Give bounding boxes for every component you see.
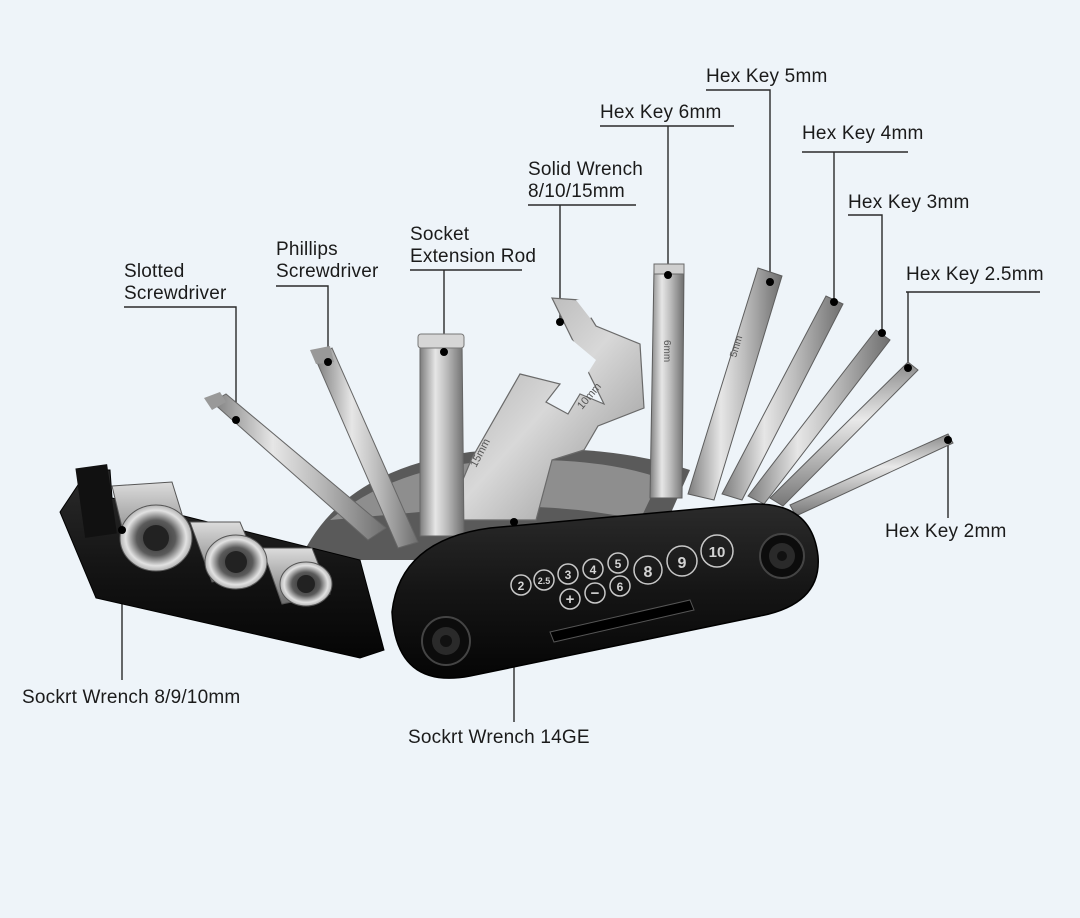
mark-2-5 [533, 569, 555, 591]
callout-dots [118, 271, 952, 534]
socket-small-2 [189, 521, 268, 590]
leader-slotted [124, 306, 237, 420]
mark-9 [666, 545, 698, 577]
svg-text:−: − [591, 585, 600, 602]
leader-phillips [276, 285, 329, 362]
label-socket-wrench-14: Sockrt Wrench 14GE [408, 727, 590, 748]
mark-6 [609, 575, 631, 597]
svg-text:5: 5 [615, 557, 622, 571]
dot-hex4 [830, 298, 838, 306]
leader-hex3 [848, 214, 883, 333]
svg-text:9: 9 [678, 555, 687, 572]
handle-slot [549, 599, 695, 643]
label-hex-key-2mm: Hex Key 2mm [885, 521, 1007, 542]
svg-text:6: 6 [617, 580, 624, 594]
slotted-screwdriver-tool [204, 392, 387, 541]
hex6-stamp: 6mm [661, 340, 672, 362]
svg-text:+: + [566, 591, 575, 608]
dot-hex5 [766, 278, 774, 286]
socket-small-1 [111, 481, 193, 572]
dot-extension [440, 348, 448, 356]
mark-2 [510, 574, 532, 596]
label-hex-key-3mm: Hex Key 3mm [848, 192, 970, 213]
label-hex-key-5mm: Hex Key 5mm [706, 66, 828, 87]
dot-slotted [232, 416, 240, 424]
svg-text:4: 4 [590, 563, 597, 577]
dot-socket-14 [510, 518, 518, 526]
label-socket-extension-rod: Socket Extension Rod [410, 224, 537, 267]
svg-text:10: 10 [709, 544, 726, 561]
label-hex-key-2-5mm: Hex Key 2.5mm [906, 264, 1044, 285]
socket-extension-rod-tool [417, 333, 465, 537]
handle-markings [510, 534, 734, 610]
mark-10 [700, 534, 734, 568]
dot-hex3 [878, 329, 886, 337]
label-hex-key-4mm: Hex Key 4mm [802, 123, 924, 144]
svg-text:3: 3 [565, 568, 572, 582]
mark-8 [633, 555, 663, 585]
dot-phillips [324, 358, 332, 366]
mark-minus [584, 582, 606, 604]
dot-socket-small [118, 526, 126, 534]
hex-key-6mm-tool: 6mm [649, 263, 685, 499]
hex-key-2-5mm-tool [769, 361, 919, 507]
label-phillips-screwdriver: Phillips Screwdriver [276, 239, 379, 282]
dot-hex2 [944, 436, 952, 444]
hex-key-3mm-tool [747, 329, 891, 505]
hex-key-5mm-tool: 5mm [687, 267, 783, 501]
mark-5 [607, 552, 629, 574]
svg-text:8: 8 [644, 564, 653, 581]
dot-hex25 [904, 364, 912, 372]
mark-plus [559, 588, 581, 610]
svg-text:2: 2 [518, 579, 525, 593]
dot-solid-wrench [556, 318, 564, 326]
label-socket-wrench-small: Sockrt Wrench 8/9/10mm [22, 687, 241, 708]
mark-4 [582, 558, 604, 580]
label-solid-wrench: Solid Wrench 8/10/15mm [528, 159, 644, 202]
svg-text:2.5: 2.5 [538, 576, 551, 586]
label-slotted-screwdriver: Slotted Screwdriver [124, 261, 227, 304]
mark-3 [557, 563, 579, 585]
label-hex-key-6mm: Hex Key 6mm [600, 102, 722, 123]
dot-hex6 [664, 271, 672, 279]
leader-hex5 [706, 89, 771, 282]
socket-small-3 [261, 547, 333, 607]
hex-key-4mm-tool [721, 295, 844, 501]
